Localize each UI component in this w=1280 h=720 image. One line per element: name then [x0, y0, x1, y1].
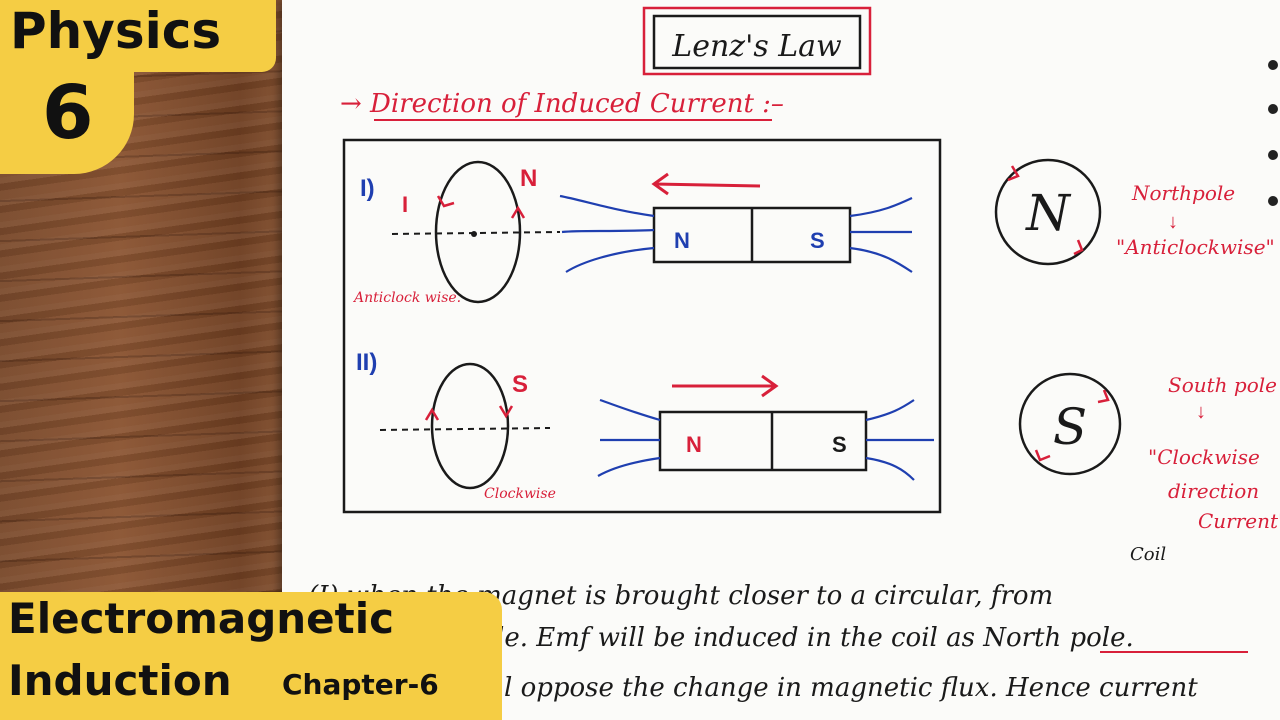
diagram-frame — [342, 138, 942, 514]
case2-axis — [379, 427, 551, 431]
case1-field-lines — [559, 194, 913, 273]
case1-current-arrow-right — [510, 205, 526, 219]
north-pole-circle — [994, 158, 1102, 266]
case2-current-arrow-right — [498, 405, 514, 419]
case2-magnet-north: N — [686, 432, 702, 457]
south-note-line3: direction — [1168, 479, 1259, 503]
south-circle-arrow-top — [1097, 389, 1110, 404]
north-note-line1: Northpole — [1131, 181, 1235, 205]
south-note-line2: "Clockwise — [1148, 445, 1260, 469]
case2-direction: Clockwise — [484, 486, 556, 502]
paragraph-line3: l oppose the change in magnetic flux. He… — [504, 673, 1198, 703]
title-box-outer — [642, 6, 872, 76]
north-note-line2: "Anticlockwise" — [1116, 235, 1275, 259]
south-note-line1: South pole — [1168, 373, 1277, 397]
section-heading: → Direction of Induced Current :– — [340, 89, 784, 119]
case1-motion-arrowhead — [651, 172, 669, 196]
south-pole-letter: S — [1053, 398, 1087, 456]
case1-coil — [434, 160, 522, 304]
case2-field-lines — [597, 398, 934, 481]
case2-current-arrow-left — [424, 407, 440, 421]
north-pole-letter: N — [1025, 184, 1072, 242]
case1-direction: Anticlock wise. — [352, 290, 461, 306]
handwritten-notes: Lenz's Law → Direction of Induced Curren… — [308, 6, 1280, 703]
chapter-number-badge: 6 — [0, 62, 134, 174]
case1-motion-line — [653, 182, 761, 188]
case1-current-arrow-left — [436, 195, 455, 208]
subject-badge: Physics — [0, 0, 276, 72]
south-circle-arrow-bottom — [1034, 449, 1051, 462]
case2-coil-pole: S — [512, 371, 528, 398]
case1-magnet-north: N — [674, 228, 690, 253]
title-box-inner — [652, 14, 862, 70]
case1-current-label: I — [402, 192, 408, 217]
south-pole-circle — [1018, 372, 1122, 476]
topic-line1: Electromagnetic — [8, 594, 395, 643]
page-title: Lenz's Law — [671, 29, 842, 64]
chapter-label: Chapter-6 — [282, 668, 439, 701]
case2-coil — [430, 362, 510, 490]
paragraph-coil-word: Coil — [1130, 544, 1166, 565]
north-circle-arrow-bottom — [1073, 239, 1084, 256]
case1-magnet-south: S — [810, 228, 825, 253]
south-note-arrow: ↓ — [1196, 401, 1206, 423]
north-note-arrow: ↓ — [1168, 211, 1178, 233]
paragraph-line2: le. Emf will be induced in the coil as N… — [496, 623, 1134, 653]
case2-label: II) — [356, 349, 377, 376]
chapter-number: 6 — [42, 70, 94, 156]
north-circle-arrow-top — [1007, 165, 1020, 182]
case1-coil-pole: N — [520, 165, 537, 192]
subject-label: Physics — [10, 2, 222, 60]
south-note-line4: Current" — [1198, 509, 1280, 533]
case1-label: I) — [360, 175, 375, 202]
case1-coil-center — [471, 231, 477, 237]
case2-motion-arrowhead — [761, 374, 779, 398]
topic-line2: Induction — [8, 656, 232, 705]
topic-badge: Electromagnetic Induction Chapter-6 — [0, 592, 502, 720]
case2-magnet-south: S — [832, 432, 847, 457]
